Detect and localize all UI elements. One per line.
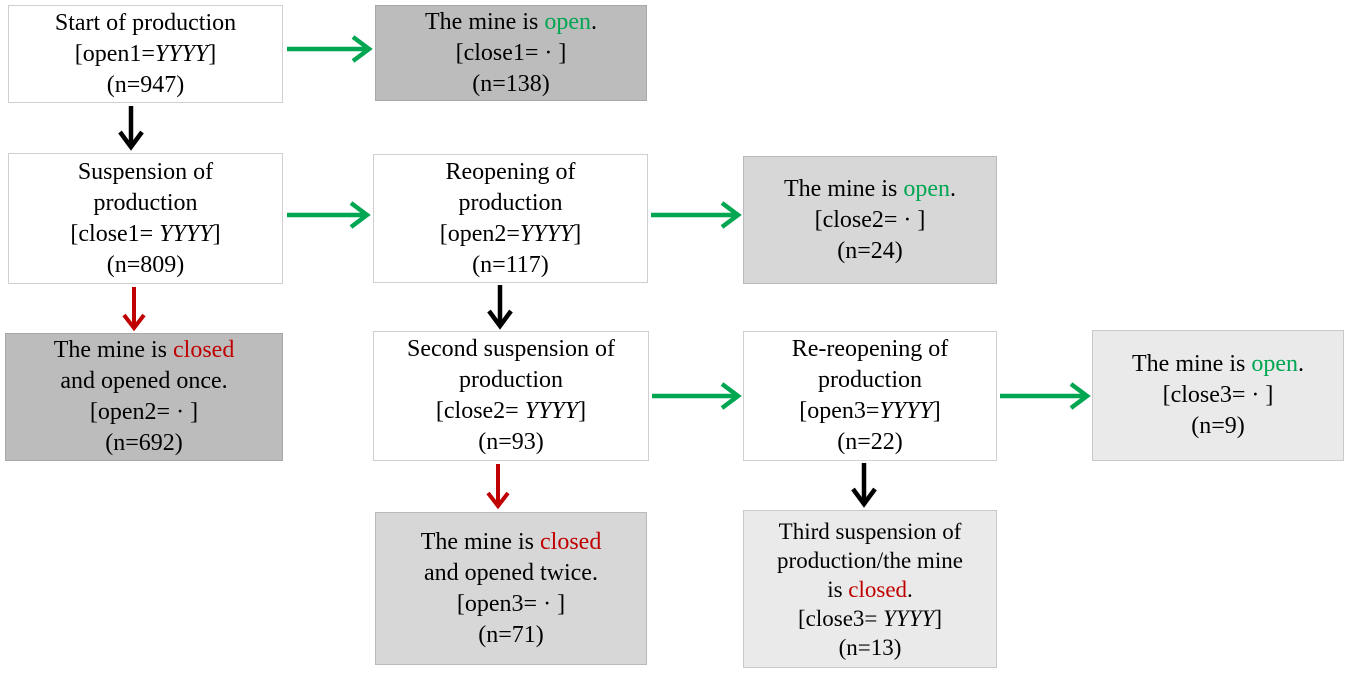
box-title: Re-reopening of [791, 336, 949, 362]
box-status-2: and opened twice. [424, 559, 598, 586]
box-count: (n=24) [837, 237, 903, 264]
box-variable: [close3= · ] [1162, 382, 1274, 408]
box-count: (n=22) [837, 429, 903, 455]
box-count: (n=138) [472, 70, 550, 97]
box-variable: [close1= · ] [455, 39, 567, 66]
box-count: (n=93) [478, 429, 544, 455]
box-suspension: Suspension of production [close1= YYYY] … [8, 153, 283, 284]
box-variable: [close3= YYYY] [798, 605, 942, 631]
box-third-suspension: Third suspension of production/the mine … [743, 510, 997, 668]
box-title: Start of production [54, 9, 237, 36]
box-closed-opened-once: The mine is closed and opened once. [ope… [5, 333, 283, 461]
box-variable: [open1=YYYY] [74, 40, 217, 67]
box-variable: [close2= YYYY] [435, 398, 587, 424]
box-count: (n=13) [838, 634, 902, 660]
box-count: (n=947) [106, 71, 185, 98]
box-mine-open-1: The mine is open. [close1= · ] (n=138) [375, 5, 647, 101]
box-status: The mine is closed [53, 337, 235, 363]
box-status: The mine is open. [784, 175, 956, 202]
box-count: (n=71) [478, 621, 544, 648]
box-status: The mine is open. [1132, 351, 1304, 377]
box-title: Suspension of [77, 158, 214, 185]
box-re-reopening: Re-reopening of production [open3=YYYY] … [743, 331, 997, 461]
box-start-of-production: Start of production [open1=YYYY] (n=947) [8, 5, 283, 103]
box-variable: [close2= · ] [814, 206, 926, 233]
box-title: Third suspension of [778, 518, 962, 544]
box-second-suspension: Second suspension of production [close2=… [373, 331, 649, 461]
box-variable: [open3=YYYY] [799, 398, 941, 424]
box-title-2: production [93, 189, 198, 216]
box-mine-open-2: The mine is open. [close2= · ] (n=24) [743, 156, 997, 284]
box-variable: [open3= · ] [456, 590, 566, 617]
box-count: (n=692) [105, 430, 183, 456]
box-count: (n=9) [1191, 413, 1245, 439]
box-variable: [close1= YYYY] [70, 220, 221, 247]
box-closed-opened-twice: The mine is closed and opened twice. [op… [375, 512, 647, 665]
box-status-2: and opened once. [60, 368, 228, 394]
box-title-2: production/the mine [777, 547, 963, 573]
box-mine-open-3: The mine is open. [close3= · ] (n=9) [1092, 330, 1344, 461]
box-title-2: production [818, 367, 922, 393]
box-count: (n=809) [106, 251, 185, 278]
box-status: The mine is open. [425, 8, 597, 35]
box-count: (n=117) [472, 251, 549, 278]
box-title-2: production [459, 367, 563, 393]
box-status: is closed. [827, 576, 913, 602]
box-reopening: Reopening of production [open2=YYYY] (n=… [373, 154, 648, 283]
box-title: Reopening of [445, 158, 576, 185]
box-title-2: production [458, 189, 563, 216]
box-variable: [open2= · ] [89, 399, 199, 425]
box-variable: [open2=YYYY] [439, 220, 582, 247]
box-title: Second suspension of [407, 336, 615, 362]
box-status: The mine is closed [420, 528, 602, 555]
